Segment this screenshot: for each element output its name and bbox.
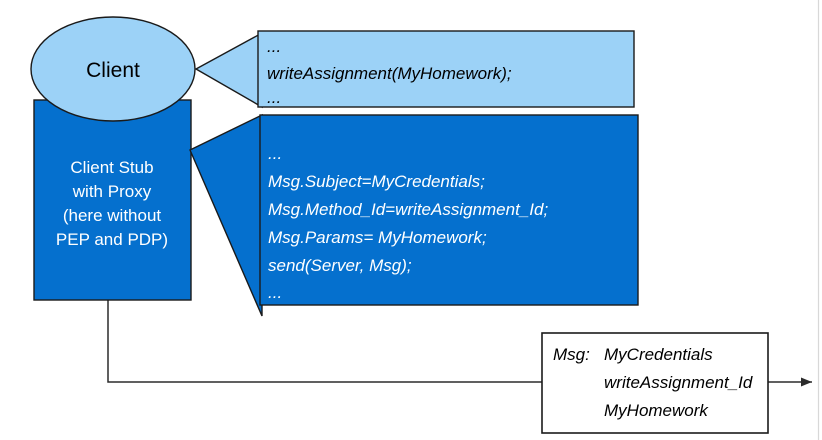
client-stub-node[interactable]: Client Stub with Proxy (here without PEP… [33,99,192,301]
client-stub-line-1: with Proxy [72,182,152,201]
callout-top-rect [257,30,635,108]
callout-bottom-rect [259,114,639,306]
message-box-line-1: writeAssignment_Id [604,373,753,392]
callout-top-line-0: ... [267,37,281,56]
message-box[interactable]: Msg: MyCredentials writeAssignment_Id My… [541,332,769,434]
message-box-line-2: MyHomework [604,401,709,420]
callout-top-tail [194,31,263,109]
client-label: Client [86,59,140,82]
client-stub-line-3: PEP and PDP) [56,230,168,249]
arrow-head-right-icon [801,377,812,387]
callout-top-line-2: ... [267,88,281,107]
callout-bottom-line-3: Msg.Params= MyHomework; [268,228,487,247]
client-ellipse [30,16,196,122]
callout-top-line-1: writeAssignment(MyHomework); [267,64,512,83]
message-box-rect [541,332,769,434]
callout-bottom-tail [189,113,263,317]
message-box-line-0: MyCredentials [604,345,713,364]
client-stub-line-2: (here without [63,206,162,225]
callout-top[interactable]: ... writeAssignment(MyHomework); ... [257,30,635,108]
callout-bottom[interactable]: ... Msg.Subject=MyCredentials; Msg.Metho… [259,114,639,306]
callout-bottom-line-5: ... [268,283,282,302]
callout-bottom-line-0: ... [268,144,282,163]
message-box-label: Msg: [553,345,590,364]
client-node[interactable]: Client [30,16,196,122]
client-stub-line-0: Client Stub [70,158,153,177]
callout-bottom-line-2: Msg.Method_Id=writeAssignment_Id; [268,200,548,219]
callout-bottom-line-1: Msg.Subject=MyCredentials; [268,172,485,191]
callout-bottom-line-4: send(Server, Msg); [268,256,412,275]
client-stub-rect [33,99,192,301]
